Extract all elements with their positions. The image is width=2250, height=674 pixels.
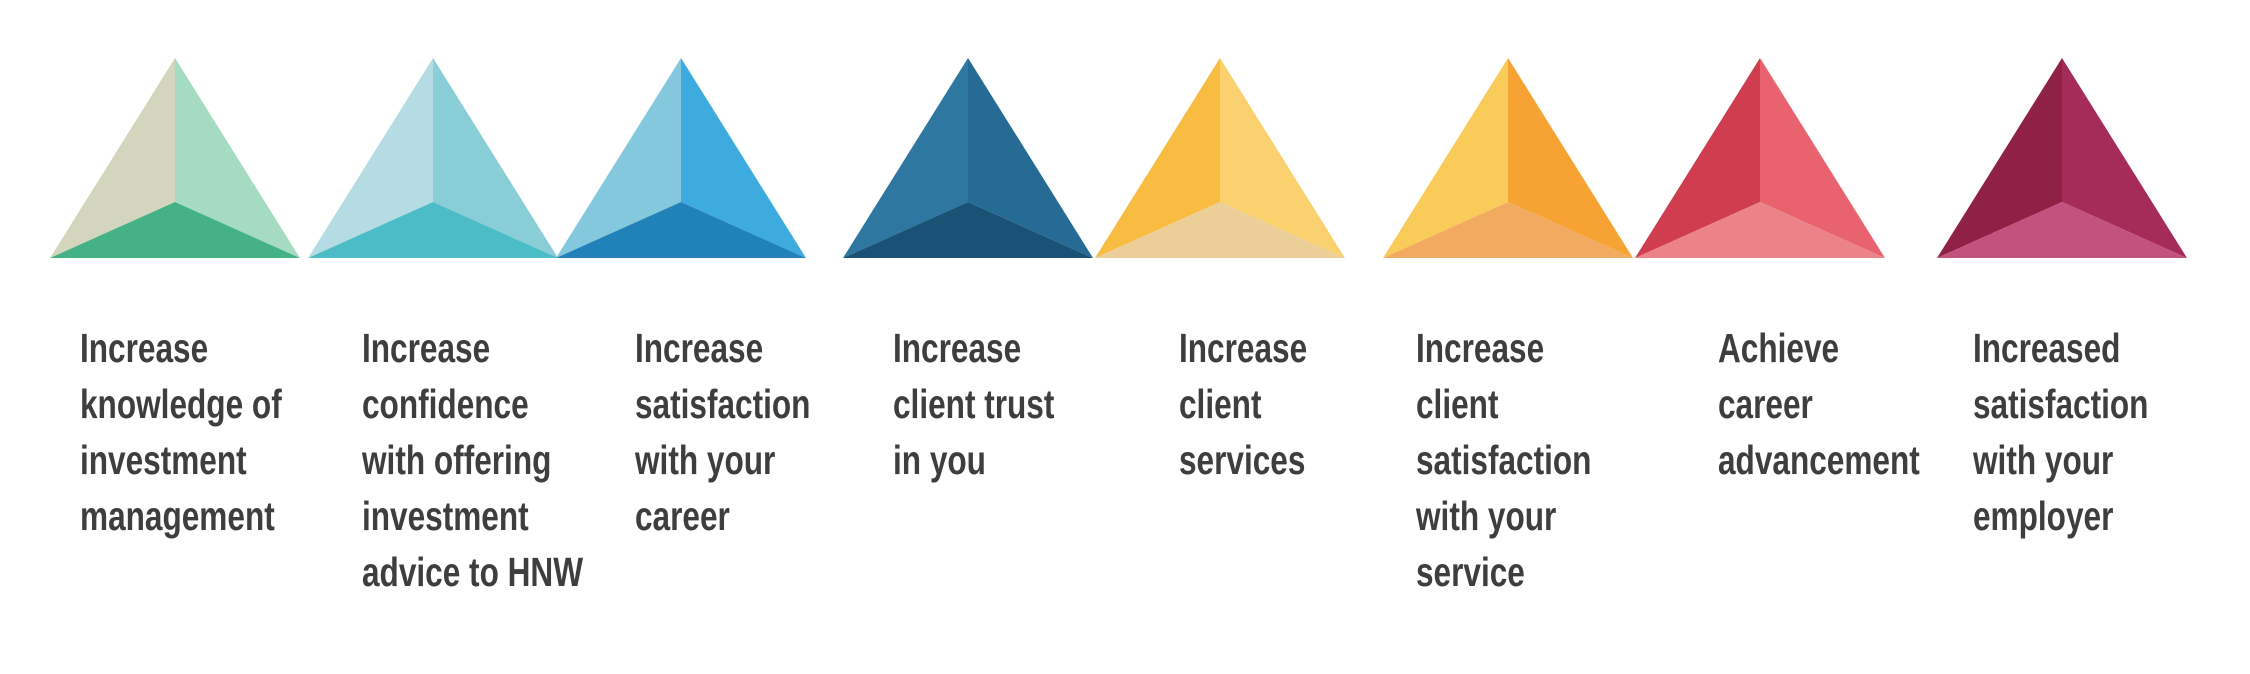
goal-label: Increase satisfaction with your career	[635, 325, 811, 539]
pyramid-icon	[1937, 58, 2187, 258]
pyramid-icon	[50, 58, 300, 258]
pyramid-right-face	[2062, 58, 2187, 258]
pyramid-left-face	[556, 58, 681, 258]
pyramid-right-face	[1220, 58, 1345, 258]
pyramid-left-face	[1095, 58, 1220, 258]
pyramid-right-face	[1760, 58, 1885, 258]
pyramid-icon	[556, 58, 806, 258]
pyramid-icon	[1635, 58, 1885, 258]
pyramid-left-face	[50, 58, 175, 258]
goal-label: Increase confidence with offering invest…	[362, 325, 584, 595]
pyramid-bottom-face	[1635, 202, 1885, 258]
pyramid-bottom-face	[308, 202, 558, 258]
pyramid-left-face	[1635, 58, 1760, 258]
pyramid-right-face	[433, 58, 558, 258]
pyramid-icon	[1095, 58, 1345, 258]
goal-label: Increase knowledge of investment managem…	[80, 325, 282, 539]
pyramid-left-face	[1937, 58, 2062, 258]
goal-label: Increase client trust in you	[893, 325, 1055, 483]
pyramid-icon	[843, 58, 1093, 258]
pyramid-bottom-face	[1937, 202, 2187, 258]
pyramid-right-face	[175, 58, 300, 258]
pyramid-bottom-face	[1095, 202, 1345, 258]
pyramid-right-face	[968, 58, 1093, 258]
pyramid-icon	[308, 58, 558, 258]
pyramid-right-face	[681, 58, 806, 258]
pyramid-right-face	[1508, 58, 1633, 258]
goal-label: Increased satisfaction with your employe…	[1973, 325, 2149, 539]
pyramid-left-face	[843, 58, 968, 258]
pyramid-icon	[1383, 58, 1633, 258]
pyramid-left-face	[308, 58, 433, 258]
pyramid-bottom-face	[843, 202, 1093, 258]
pyramid-bottom-face	[1383, 202, 1633, 258]
goal-label: Increase client satisfaction with your s…	[1416, 325, 1592, 595]
goal-label: Achieve career advancement	[1718, 325, 1920, 483]
pyramid-bottom-face	[556, 202, 806, 258]
pyramid-bottom-face	[50, 202, 300, 258]
pyramid-left-face	[1383, 58, 1508, 258]
goal-label: Increase client services	[1179, 325, 1308, 483]
